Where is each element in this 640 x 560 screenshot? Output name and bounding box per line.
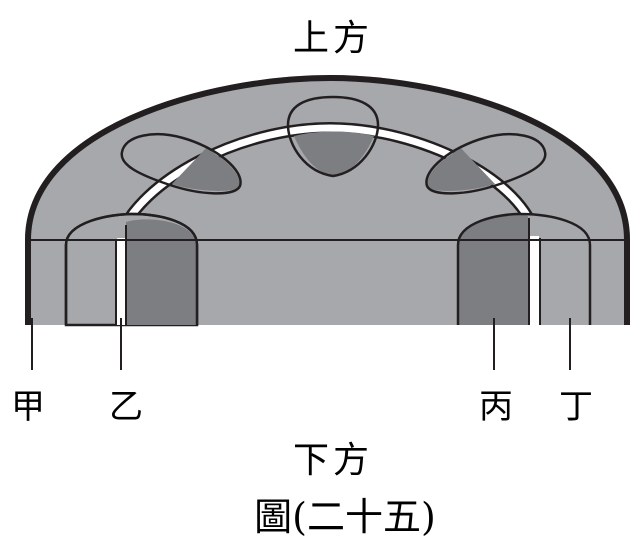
left-loop-dark	[172, 148, 240, 191]
right-loop	[425, 133, 547, 195]
left-loop	[120, 133, 242, 195]
top-loop-dark	[294, 131, 374, 176]
label-bottom: 下方	[293, 440, 373, 481]
right-lower-tube-outline	[456, 212, 592, 325]
right-loop-dark	[427, 148, 495, 191]
label-ding: 丁	[559, 387, 593, 427]
label-top: 上方	[293, 18, 373, 59]
figure-caption: 圖(二十五)	[254, 495, 436, 539]
top-loop	[286, 95, 380, 178]
label-bing: 丙	[479, 387, 513, 427]
right-lower-dark-region	[458, 214, 528, 325]
label-yi: 乙	[109, 387, 143, 427]
right-white-strip	[530, 236, 539, 325]
left-white-strip	[117, 238, 125, 325]
left-lower-dark-region	[126, 219, 196, 325]
left-lower-tube-outline	[64, 212, 199, 325]
outer-rim	[25, 74, 630, 325]
label-jia: 甲	[11, 387, 45, 427]
white-arc-band-inner	[115, 124, 540, 325]
